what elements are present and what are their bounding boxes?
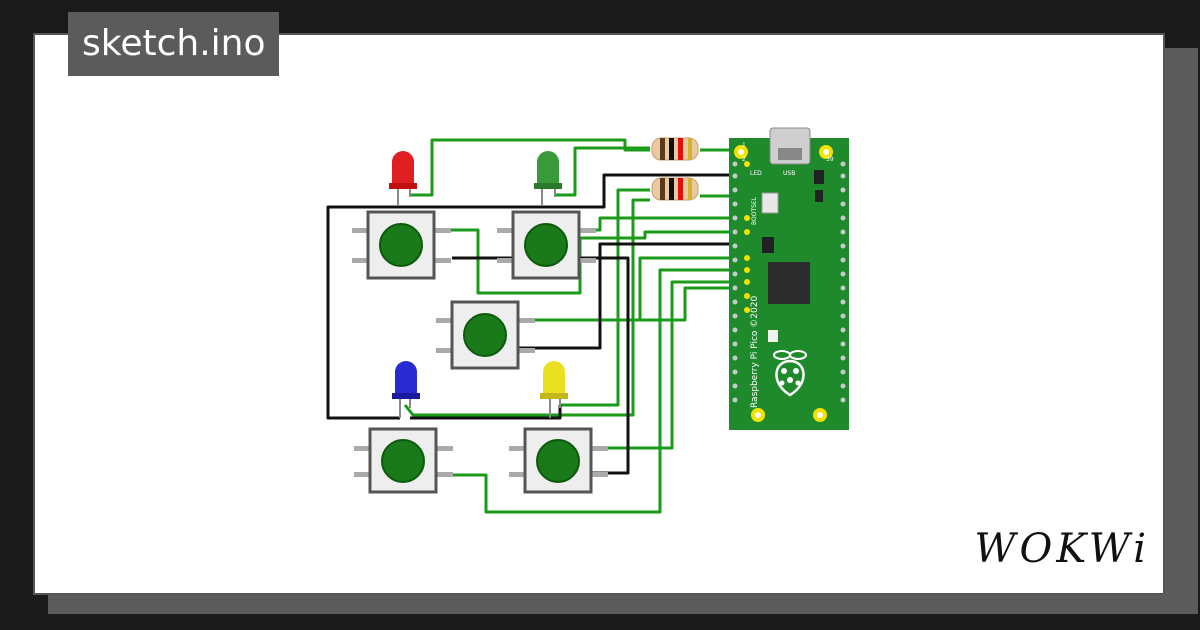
usb-label: USB	[783, 170, 795, 177]
pushbutton-1[interactable]	[352, 210, 451, 280]
bootsel-label: BOOTSEL	[751, 196, 758, 225]
pushbutton-5[interactable]	[509, 427, 608, 494]
wire-yellow	[560, 188, 650, 407]
wire-red-led	[410, 138, 650, 197]
pin-1-label: 1	[742, 142, 746, 149]
wire-gnd-blue	[410, 405, 562, 420]
led-label: LED	[750, 170, 762, 177]
file-tab[interactable]: sketch.ino	[68, 12, 280, 76]
pin-2-label: 2	[742, 156, 746, 163]
resistor-2	[651, 177, 699, 201]
wire-green-led	[555, 146, 650, 197]
raspberry-logo-icon	[773, 350, 807, 397]
wire-gnd-right	[515, 242, 735, 350]
led-blue	[392, 361, 420, 418]
wire-btn4	[435, 268, 735, 514]
wire-btn5	[590, 280, 735, 450]
wokwi-logo: WOKWi	[974, 526, 1150, 572]
raspberry-pi-pico-board: 1 2 39 USB LED BOOTSEL Raspberry Pi Pico…	[729, 127, 849, 430]
wire-btn2	[575, 216, 735, 232]
resistor-1	[651, 137, 699, 161]
led-red	[389, 151, 417, 205]
wire-gnd-bus	[368, 182, 606, 209]
wire-gnd-left	[326, 205, 400, 420]
board-name-label: Raspberry Pi Pico ©2020	[750, 296, 760, 408]
pushbutton-4[interactable]	[354, 427, 453, 494]
led-yellow	[540, 361, 568, 418]
wire-blue	[403, 198, 650, 417]
pin-39-label: 39	[826, 156, 834, 163]
pushbutton-2[interactable]	[497, 210, 596, 280]
wire-gnd-main	[602, 173, 735, 182]
pushbutton-3[interactable]	[436, 300, 535, 370]
led-green	[534, 151, 562, 205]
